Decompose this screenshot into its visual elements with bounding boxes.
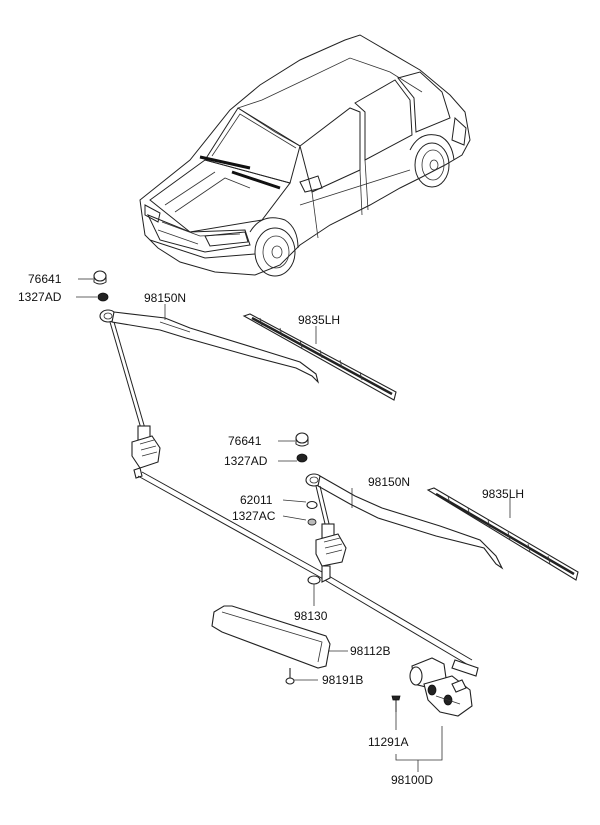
- label-mid-blade: 9835LH: [482, 487, 524, 501]
- label-top-blade: 9835LH: [298, 313, 340, 327]
- motor-cover: [211, 605, 331, 669]
- mid-pivot-housing: [307, 523, 347, 585]
- washer-nut-leader: [282, 515, 307, 521]
- label-top-cap: 76641: [28, 272, 62, 286]
- cover-bolt: [285, 668, 295, 685]
- label-motor-bolt: 11291A: [368, 735, 408, 749]
- top-pivot-shaft-2: [113, 321, 147, 433]
- label-mid-cap: 76641: [228, 434, 262, 448]
- top-wiper-blade: [242, 313, 397, 401]
- mid-cap-part: [295, 432, 309, 447]
- label-cover: 98112B: [350, 644, 390, 658]
- label-cover-bolt: 98191B: [322, 673, 363, 687]
- top-pivot-housing: [131, 425, 161, 479]
- top-cap-part: [93, 270, 107, 285]
- label-mid-arm: 98150N: [368, 475, 410, 489]
- top-pivot-shaft: [109, 321, 143, 433]
- washer-leader: [282, 499, 307, 503]
- label-linkage: 98130: [294, 609, 328, 623]
- motor-bolt: [391, 695, 401, 712]
- mid-wiper-blade: [426, 487, 579, 581]
- top-nut-part: [97, 292, 109, 302]
- washer-part: [306, 500, 318, 526]
- mid-pivot-shaft-2: [319, 485, 331, 529]
- label-top-arm: 98150N: [144, 291, 186, 305]
- mid-nut-part: [296, 453, 308, 463]
- label-mid-nut: 1327AD: [224, 454, 268, 468]
- top-wiper-arm: [99, 309, 320, 384]
- mid-pivot-shaft: [315, 485, 327, 529]
- motor-leader: [395, 726, 443, 761]
- van-illustration: [139, 34, 471, 277]
- label-washer: 62011: [240, 493, 273, 507]
- wiper-motor: [409, 657, 473, 717]
- label-top-nut: 1327AD: [18, 290, 62, 304]
- mid-wiper-arm: [305, 473, 504, 570]
- label-motor: 98100D: [391, 773, 433, 787]
- label-washer-nut: 1327AC: [232, 509, 276, 523]
